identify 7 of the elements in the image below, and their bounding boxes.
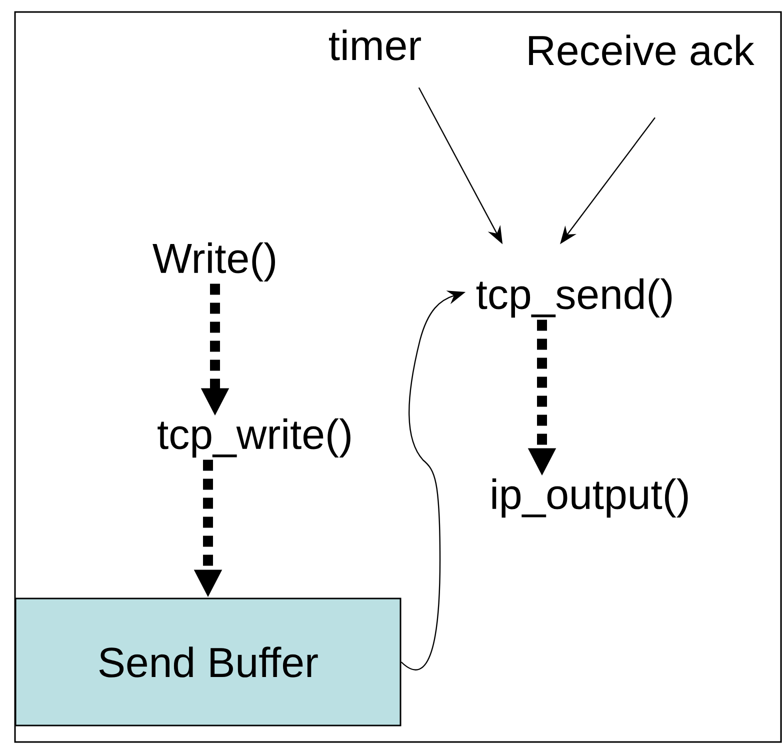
buffer-box: Send Buffer bbox=[14, 598, 402, 726]
node-label: Receive ack bbox=[529, 34, 754, 66]
node-label: tcp_write() bbox=[158, 418, 350, 458]
node-label: ip_output() bbox=[492, 478, 688, 518]
node-label: timer bbox=[328, 30, 421, 60]
node-label: tcp_send() bbox=[476, 278, 672, 318]
node-label: Write() bbox=[152, 242, 275, 282]
